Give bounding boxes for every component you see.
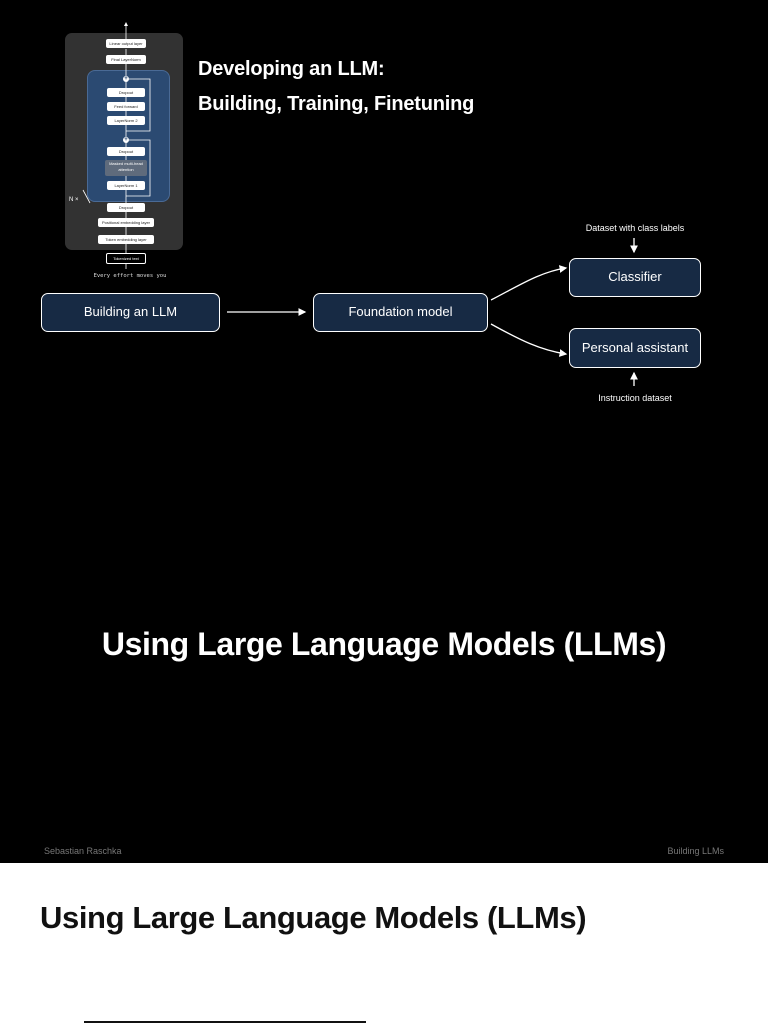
- dropout-top: Dropout: [107, 88, 145, 97]
- classifier-box: Classifier: [569, 258, 701, 297]
- dropout-mid: Dropout: [107, 147, 145, 156]
- token-embedding-layer: Token embedding layer: [98, 235, 154, 244]
- input-text: Every effort moves you: [93, 273, 167, 279]
- masked-attention-layer: Masked multi-head attention: [105, 160, 147, 176]
- class-labels-dataset-label: Dataset with class labels: [585, 223, 685, 233]
- slide-title-line1: Developing an LLM:: [198, 58, 385, 80]
- repeat-label: N ×: [69, 197, 79, 203]
- residual-add-icon: +: [123, 137, 129, 143]
- positional-embedding-layer: Positional embedding layer: [98, 218, 154, 227]
- footer-author: Sebastian Raschka: [44, 846, 122, 856]
- page-heading: Using Large Language Models (LLMs): [40, 900, 587, 935]
- foundation-model-box: Foundation model: [313, 293, 488, 332]
- feed-forward-layer: Feed forward: [107, 102, 145, 111]
- slide: Linear output layer Final LayerNorm + Dr…: [0, 0, 768, 863]
- divider: [84, 1021, 366, 1023]
- residual-add-icon: +: [123, 76, 129, 82]
- layernorm-1: LayerNorm 1: [107, 181, 145, 190]
- footer-topic: Building LLMs: [667, 846, 724, 856]
- linear-output-layer: Linear output layer: [106, 39, 146, 48]
- building-llm-box: Building an LLM: [41, 293, 220, 332]
- instruction-dataset-label: Instruction dataset: [598, 393, 672, 403]
- dropout-bottom: Dropout: [107, 203, 145, 212]
- slide-headline: Using Large Language Models (LLMs): [101, 626, 667, 662]
- architecture-arrows: [82, 22, 151, 269]
- tokenized-text: Tokenized text: [106, 253, 146, 264]
- final-layernorm: Final LayerNorm: [106, 55, 146, 64]
- slide-title-line2: Building, Training, Finetuning: [198, 93, 475, 115]
- personal-assistant-box: Personal assistant: [569, 328, 701, 368]
- layernorm-2: LayerNorm 2: [107, 116, 145, 125]
- flow-connectors: [227, 238, 638, 386]
